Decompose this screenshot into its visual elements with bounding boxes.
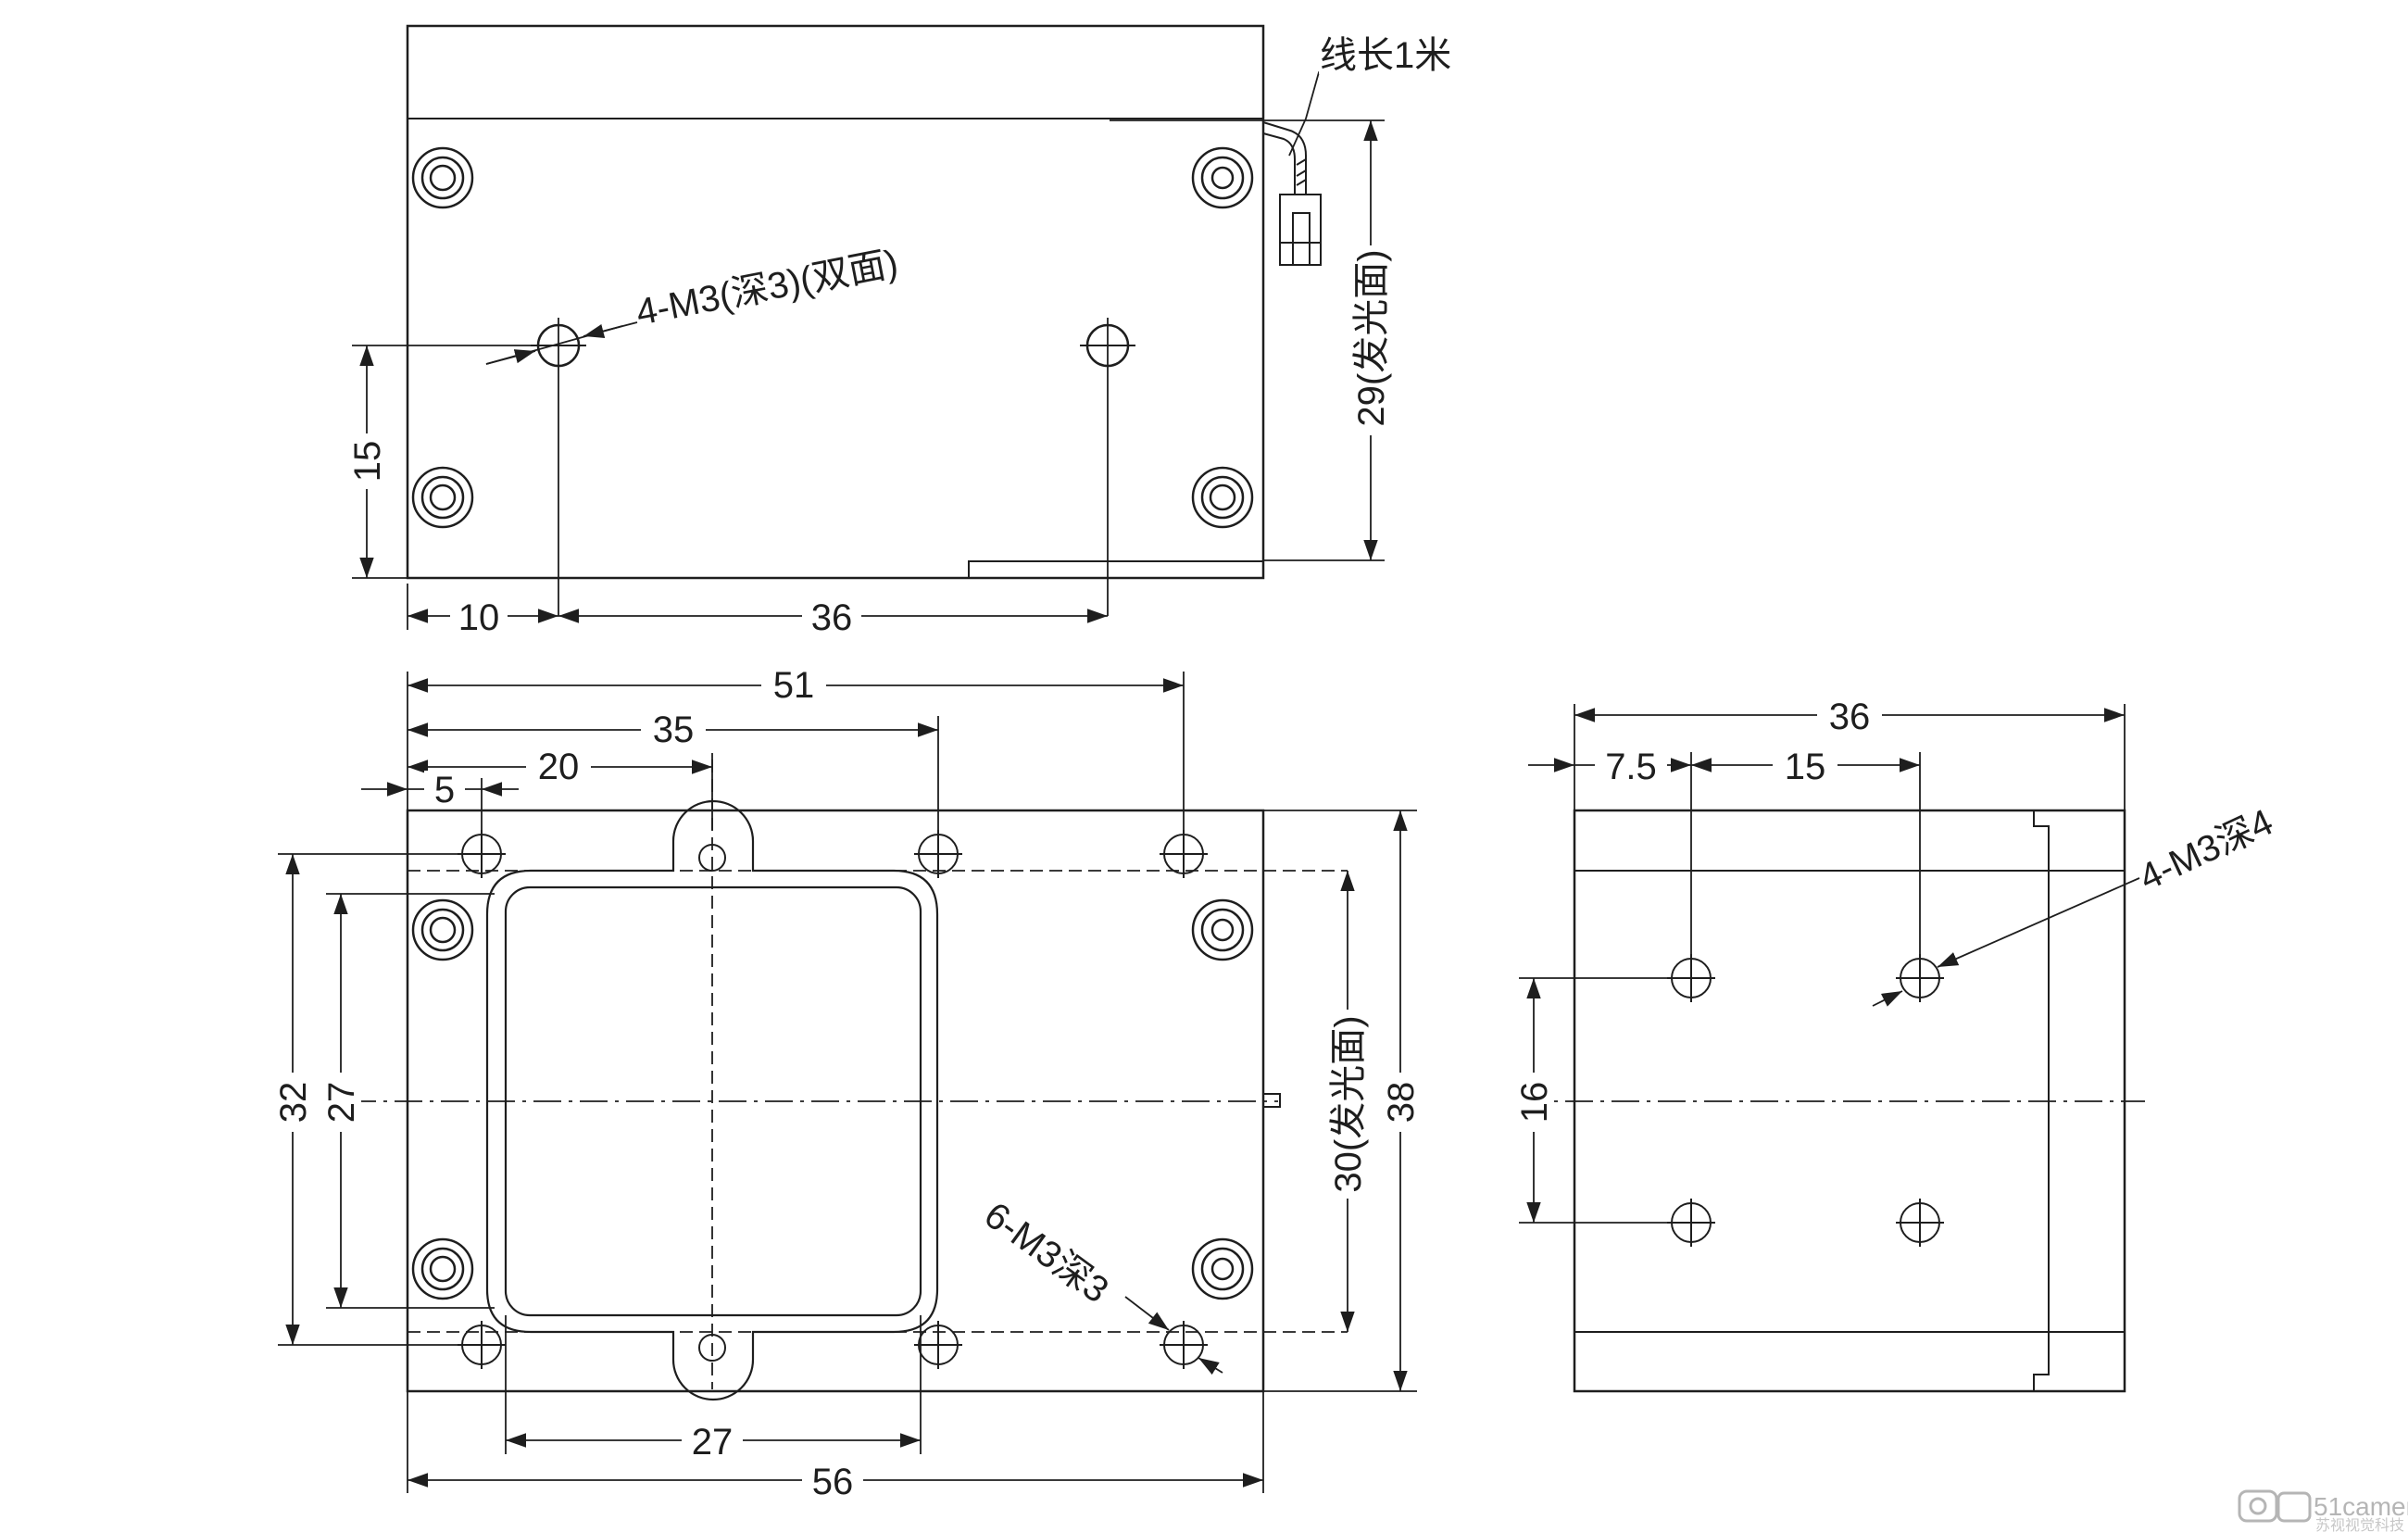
label-top-height-29: 29(发光面): [1351, 249, 1392, 426]
label-front-56: 56: [812, 1462, 854, 1502]
top-view-body: [406, 24, 1265, 580]
label-side-holes: 4-M3深4: [2133, 801, 2279, 898]
front-view-labels: 51 35 20 5 32 27 30(发光面) 38 6-M3深3 27 56: [272, 665, 1422, 1502]
side-view-flange: [2033, 810, 2050, 1391]
watermark-subtext: 苏视视觉科技: [2315, 1517, 2404, 1532]
label-side-15: 15: [1785, 747, 1826, 787]
label-top-15: 15: [347, 441, 388, 483]
label-front-20: 20: [538, 747, 580, 787]
side-extension-lines: [1519, 704, 2126, 1224]
watermark-text: 51camera: [2314, 1492, 2408, 1521]
watermark-logo: 51camera 苏视视觉科技: [2238, 1489, 2408, 1532]
label-top-10: 10: [458, 597, 500, 638]
label-top-36: 36: [811, 597, 853, 638]
front-m3-holes: [458, 830, 1208, 1369]
top-view: [352, 24, 1454, 630]
top-view-labels: 线长1米 4-M3(深3)(双面) 29(发光面) 15 10 36: [346, 35, 1456, 638]
cable-leader: [1288, 71, 1454, 157]
front-counterbore-holes: [411, 898, 1254, 1300]
window-frame: [485, 799, 939, 1401]
label-front-30: 30(发光面): [1328, 1015, 1369, 1192]
top-m3-holes: [531, 318, 1135, 616]
front-extension-lines: [278, 672, 1417, 1493]
label-front-38: 38: [1381, 1082, 1422, 1124]
side-holes-leader: [1937, 877, 2140, 968]
side-view-labels: 36 7.5 15 4-M3深4 16: [1513, 697, 2279, 1132]
cable-connector: [1262, 121, 1322, 266]
label-front-35: 35: [653, 709, 695, 750]
label-top-holes: 4-M3(深3)(双面): [633, 243, 901, 333]
label-side-75: 7.5: [1605, 747, 1657, 787]
side-view: [1519, 704, 2145, 1393]
label-front-32: 32: [273, 1082, 314, 1124]
top-view-step: [968, 560, 1263, 578]
label-front-holes: 6-M3深3: [977, 1195, 1116, 1312]
label-cable-length: 线长1米: [1320, 35, 1451, 76]
front-hidden-lines: [408, 760, 1348, 1389]
label-front-27h: 27: [692, 1422, 734, 1463]
front-holes-leader: [1124, 1296, 1170, 1331]
label-front-5: 5: [434, 770, 455, 810]
label-side-16: 16: [1514, 1082, 1555, 1124]
side-m3-holes: [1667, 954, 1944, 1247]
top-counterbore-holes: [411, 146, 1254, 529]
label-front-27v: 27: [321, 1082, 362, 1124]
label-front-51: 51: [773, 665, 815, 706]
top-extension-lines: [352, 119, 1385, 630]
label-side-36: 36: [1829, 697, 1871, 737]
